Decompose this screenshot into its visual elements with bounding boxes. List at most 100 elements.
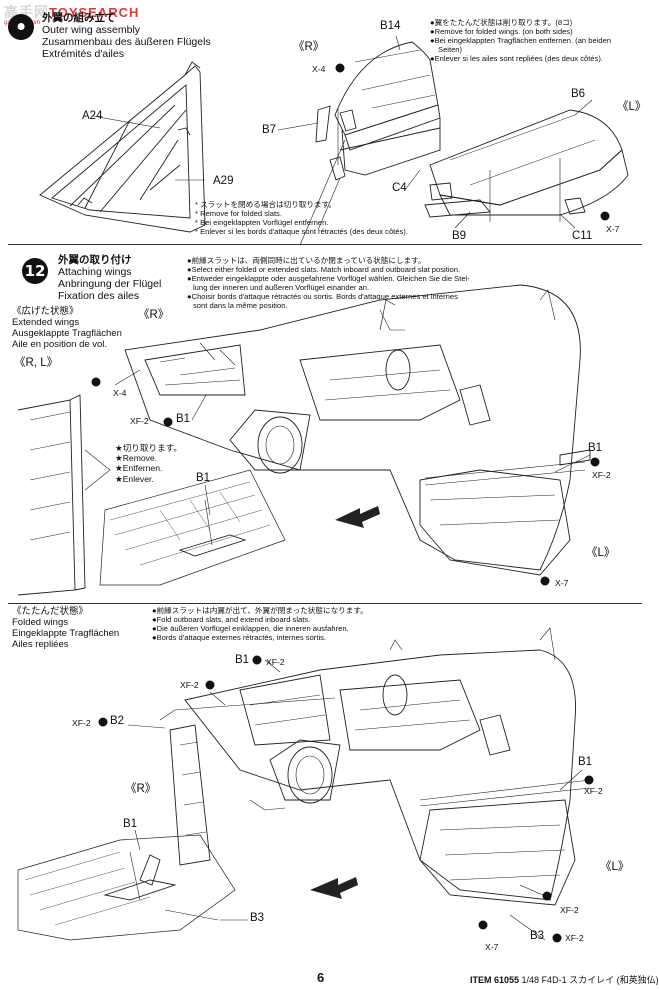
note-line: ●前縁スラットは、両側同時に出ているか閉まっている状態にします。 <box>187 256 426 265</box>
aircraft-extended-drawing <box>124 284 591 576</box>
note-line: ●Bords d'attaque externes rétractés, int… <box>152 633 327 642</box>
note-line: ★Remove. <box>115 453 158 464</box>
screw-label-x7: X-7 <box>606 224 620 234</box>
outer-wing-part-a-drawing <box>39 61 206 233</box>
section-divider-top <box>8 244 642 245</box>
note-line: lung der inneren und äußeren Vorflügel e… <box>193 283 370 292</box>
folded-wings-title: 《たたんだ状態》 Folded wings Eingeklappte Tragf… <box>12 606 119 650</box>
side-label-right: 《R》 <box>125 783 157 795</box>
step-12-intro: ●前縁スラットは、両側同時に出ているか閉まっている状態にします。 ●Select… <box>187 256 470 310</box>
part-label-b7: B7 <box>262 124 277 136</box>
note-line: sont dans la même position. <box>193 301 288 310</box>
folded-note: ●前縁スラットは内翼が出て、外翼が閉まった状態になります。 ●Fold outb… <box>152 606 368 642</box>
note-line: ★Enlever. <box>115 473 154 484</box>
note-line: ●前縁スラットは内翼が出て、外翼が閉まった状態になります。 <box>152 606 368 615</box>
outer-wing-right-drawing <box>299 41 441 246</box>
title-jp: 《広げた状態》 <box>12 306 79 317</box>
title-de: Eingeklappte Tragflächen <box>12 628 120 639</box>
screw-label-x4: X-4 <box>312 64 326 74</box>
watermark-suffix: TOYSEARCH <box>49 5 140 20</box>
footer-item-title: 1/48 F4D-1 スカイレイ (和英独仏) <box>521 975 659 985</box>
note-line: ●Select either folded or extended slats.… <box>187 265 461 274</box>
note-line: ●Entweder eingeklappte oder ausgefahrene… <box>187 274 470 283</box>
paint-label-xf2: XF-2 <box>72 718 91 728</box>
cut-note: ★切り取ります。 ★Remove. ★Entfernen. ★Enlever. <box>115 443 182 484</box>
title-de: Zusammenbau des äußeren Flügels <box>42 36 211 48</box>
note-folded-wings: ●翼をたたんだ状態は削り取ります。(8コ) ●Remove for folded… <box>430 18 611 63</box>
note-line: ●Fold outboard slats, and extend inboard… <box>152 615 311 624</box>
note-line: ●翼をたたんだ状態は削り取ります。(8コ) <box>430 18 573 27</box>
part-label-b1: B1 <box>176 413 191 425</box>
part-label-b3: B3 <box>530 930 545 942</box>
paint-label-xf2: XF-2 <box>180 680 199 690</box>
title-en: Attaching wings <box>58 266 132 278</box>
part-label-c4: C4 <box>392 182 407 194</box>
title-fr: Aile en position de vol. <box>12 339 108 350</box>
aircraft-folded-drawing <box>159 627 591 906</box>
footer-item: ITEM 61055 1/48 F4D-1 スカイレイ (和英独仏) <box>470 973 659 986</box>
note-slats: * スラットを閉める場合は切り取ります。 * Remove for folded… <box>195 200 408 236</box>
title-fr: Fixation des ailes <box>58 290 140 302</box>
title-jp: 外翼の取り付け <box>58 254 132 266</box>
footer-item-code: ITEM 61055 <box>470 975 520 985</box>
paint-label-xf2: XF-2 <box>560 905 579 915</box>
part-label-b3: B3 <box>250 912 265 924</box>
side-label-left: 《L》 <box>586 547 616 559</box>
title-de: Anbringung der Flügel <box>58 278 162 290</box>
title-jp: 《たたんだ状態》 <box>12 606 89 617</box>
screw-label-x7: X-7 <box>555 578 569 588</box>
part-label-b1: B1 <box>578 756 593 768</box>
note-line: Seiten) <box>438 45 463 54</box>
note-line: * Remove for folded slats. <box>195 209 282 218</box>
part-label-a29: A29 <box>213 175 234 187</box>
title-en: Extended wings <box>12 317 80 328</box>
paint-label-xf2: XF-2 <box>592 470 611 480</box>
note-line: ●Die äußeren Vorflügel einklappen, die i… <box>152 624 349 633</box>
step-outer-title: 外翼の組み立て Outer wing assembly Zusammenbau … <box>42 12 211 60</box>
part-label-b6: B6 <box>571 88 586 100</box>
detail-label-rl: 《R, L》 <box>14 357 59 369</box>
title-jp: 外翼の組み立て <box>42 12 116 24</box>
extended-wings-title: 《広げた状態》 Extended wings Ausgeklappte Trag… <box>12 306 122 350</box>
side-label-right: 《R》 <box>293 41 325 53</box>
side-label-left: 《L》 <box>600 861 630 873</box>
note-line: ●Remove for folded wings. (on both sides… <box>430 27 573 36</box>
title-en: Outer wing assembly <box>42 24 141 36</box>
screw-label-x7: X-7 <box>485 942 499 952</box>
part-label-b1: B1 <box>235 654 250 666</box>
folded-slat-detail-drawing <box>17 834 236 941</box>
step-number-badge: ⚫ <box>8 14 34 40</box>
extended-detail-drawing <box>17 394 111 596</box>
paint-label-xf2: XF-2 <box>130 416 149 426</box>
side-label-left: 《L》 <box>617 101 647 113</box>
note-line: ●Enlever si les ailes sont repliées (des… <box>430 54 604 63</box>
leader-lines <box>114 35 593 941</box>
note-line: ★切り取ります。 <box>115 443 183 453</box>
outer-wing-left-drawing <box>424 109 629 222</box>
screw-label-x4: X-4 <box>113 388 127 398</box>
title-de: Ausgeklappte Tragflächen <box>12 328 122 339</box>
paint-label-xf2: XF-2 <box>565 933 584 943</box>
title-fr: Ailes repliées <box>12 639 69 650</box>
title-fr: Extrémités d'ailes <box>42 48 124 60</box>
part-label-b14: B14 <box>380 20 401 32</box>
title-en: Folded wings <box>12 617 68 628</box>
note-line: * Bei eingeklappten Vorflügel entfernen. <box>195 218 329 227</box>
note-line: * スラットを閉める場合は切り取ります。 <box>195 200 337 209</box>
section-divider-bottom <box>8 603 642 604</box>
part-label-b9: B9 <box>452 230 467 242</box>
screw-markers <box>91 63 610 943</box>
note-line: ●Bei eingeklappten Tragflächen entfernen… <box>430 36 612 45</box>
part-label-b1: B1 <box>123 818 138 830</box>
paint-label-xf2: XF-2 <box>584 786 603 796</box>
part-label-b2: B2 <box>110 715 125 727</box>
step-12-title: 外翼の取り付け Attaching wings Anbringung der F… <box>58 254 161 302</box>
step-12-number: 12 <box>22 258 48 284</box>
note-line: * Enlever si les bords d'attaque sont ré… <box>195 227 408 236</box>
part-label-b1: B1 <box>588 442 603 454</box>
side-label-right: 《R》 <box>138 309 170 321</box>
note-line: ●Choisir bords d'attaque rétractés ou so… <box>187 292 458 301</box>
paint-label-xf2: XF-2 <box>266 657 285 667</box>
part-label-b1: B1 <box>196 472 211 484</box>
